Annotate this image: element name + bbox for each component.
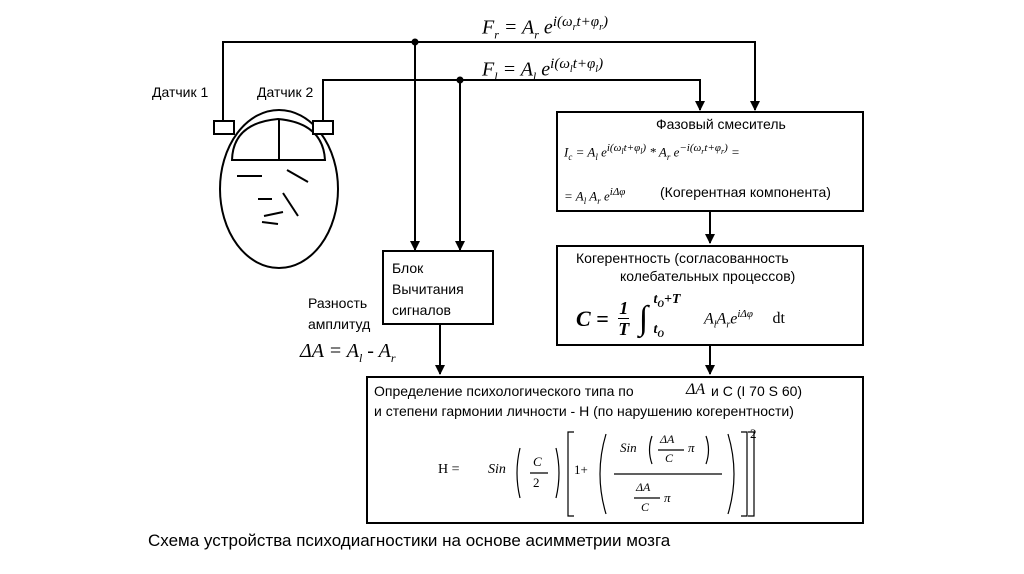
harmony-formula: H = Sin C 2 1+ Sin ΔA C π ΔA C π 2 bbox=[438, 426, 858, 520]
subtract-line3: сигналов bbox=[392, 302, 451, 318]
wire-fr bbox=[222, 41, 760, 122]
sensor-1-label: Датчик 1 bbox=[152, 84, 209, 100]
coherent-component-note: (Когерентная компонента) bbox=[660, 184, 831, 200]
mixer-formula-line1: Ic = Al ei(ωlt+φl) * Ar e−i(ωrt+φr) = bbox=[564, 142, 740, 162]
subtraction-block: Блок Вычитания сигналов bbox=[382, 250, 494, 325]
diagram-caption: Схема устройства психодиагностики на осн… bbox=[148, 531, 671, 550]
result-line1a: Определение психологического типа по bbox=[374, 383, 634, 399]
harmony-formula-brackets bbox=[516, 431, 755, 517]
junction-fl bbox=[456, 76, 464, 84]
amplitude-label-line2: амплитуд bbox=[308, 316, 371, 332]
subtract-line1: Блок bbox=[392, 260, 424, 276]
head-icon bbox=[219, 109, 339, 269]
amplitude-label-line1: Разность bbox=[308, 295, 368, 311]
subtract-line2: Вычитания bbox=[392, 281, 464, 297]
sensor-2-pad bbox=[312, 120, 334, 135]
junction-fr bbox=[411, 38, 419, 46]
amplitude-formula: ΔA = Al - Ar bbox=[300, 340, 396, 365]
mixer-title: Фазовый смеситель bbox=[656, 116, 786, 132]
coherence-title-line2: колебательных процессов) bbox=[620, 268, 796, 284]
sensor-2-label: Датчик 2 bbox=[257, 84, 314, 100]
mixer-formula-line2: = Al Ar eiΔφ bbox=[564, 186, 626, 206]
signal-fl-formula: Fl = Al ei(ωlt+φl) bbox=[482, 56, 604, 84]
coherence-block: Когерентность (согласованность колебател… bbox=[556, 245, 864, 346]
result-line1b: и С (I 70 S 60) bbox=[711, 383, 803, 399]
delta-a-symbol: ΔA bbox=[686, 381, 706, 398]
result-line2: и степени гармонии личности - Н (по нару… bbox=[374, 403, 794, 419]
result-block: Определение психологического типа по ΔA … bbox=[366, 376, 864, 524]
wire-fl bbox=[322, 79, 705, 122]
coherence-title-line1: Когерентность (согласованность bbox=[576, 250, 789, 266]
signal-fr-formula: Fr = Ar ei(ωrt+φr) bbox=[482, 14, 608, 42]
sensor-1-pad bbox=[213, 120, 235, 135]
coherence-formula: C = 1 T ∫ tO+T tO AlAreiΔφ dt bbox=[576, 292, 785, 340]
phase-mixer-block: Фазовый смеситель Ic = Al ei(ωlt+φl) * A… bbox=[556, 111, 864, 212]
